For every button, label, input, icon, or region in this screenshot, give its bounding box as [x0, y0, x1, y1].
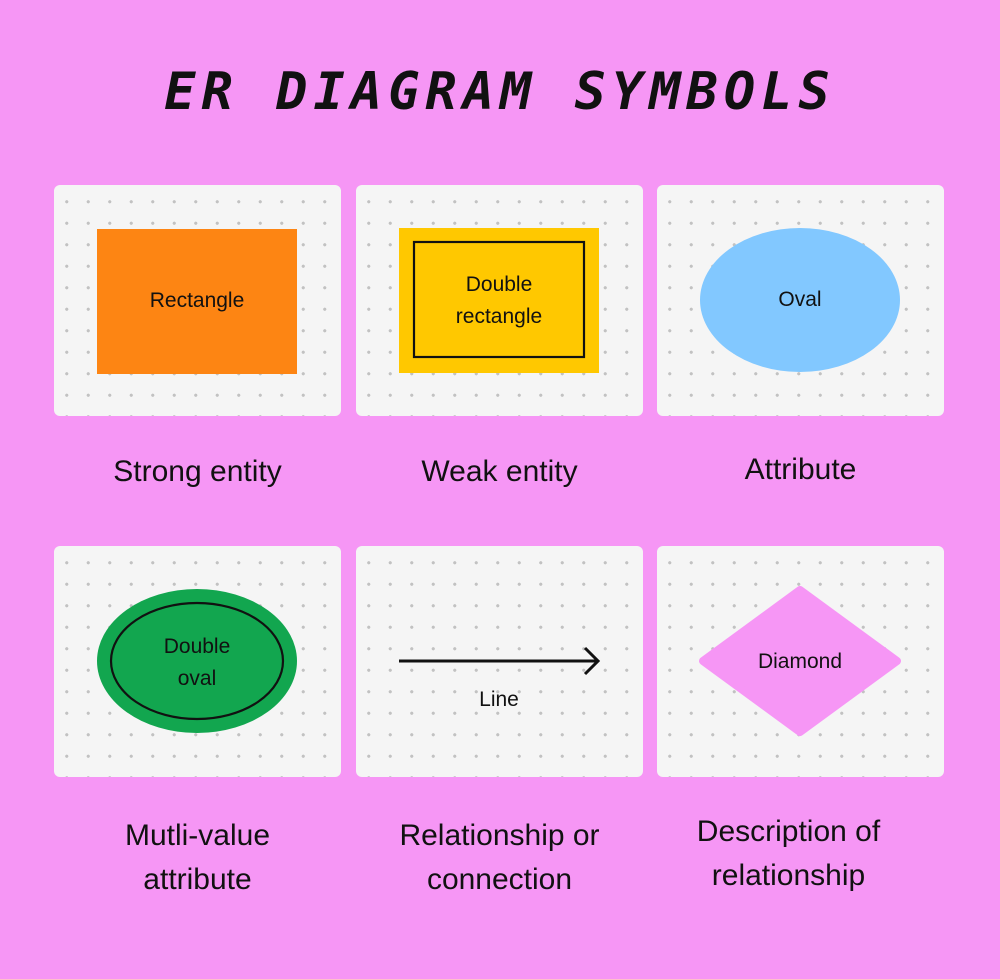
oval-label: Oval	[778, 288, 821, 311]
caption-line: Mutli-value	[124, 819, 271, 852]
oval-shape	[700, 228, 900, 372]
card-strong-entity: Rectangle	[54, 185, 341, 416]
rectangle-symbol: Rectangle	[97, 229, 297, 374]
caption-line: relationship	[711, 859, 866, 892]
page-title: ER DIAGRAM SYMBOLS	[164, 62, 836, 122]
caption-line: attribute	[143, 863, 252, 896]
double-rectangle-label-line-1: Double	[466, 273, 533, 296]
caption-line: Attribute	[744, 453, 857, 486]
double-oval-outer	[97, 589, 297, 733]
caption-line: Relationship or	[399, 819, 600, 852]
caption-line: connection	[426, 863, 573, 896]
oval-symbol: Oval	[700, 228, 900, 372]
caption-line: Strong entity	[113, 455, 282, 488]
rectangle-shape	[97, 229, 297, 374]
caption-relationship: Relationship or connection	[348, 814, 651, 902]
double-oval-label-line-1: Double	[164, 635, 231, 658]
diamond-label: Diamond	[758, 650, 842, 673]
caption-multi-value-attribute: Mutli-value attribute	[54, 814, 341, 902]
arrowhead-icon	[583, 646, 601, 676]
line-label: Line	[479, 688, 519, 711]
double-rectangle-outer	[399, 228, 599, 373]
double-oval-label-line-2: oval	[178, 667, 217, 690]
caption-strong-entity: Strong entity	[54, 450, 341, 494]
card-relationship: Line	[356, 546, 643, 777]
double-oval-symbol: Double oval	[97, 589, 297, 733]
diamond-symbol: Diamond	[699, 586, 901, 736]
caption-line: Weak entity	[421, 455, 578, 488]
rectangle-label: Rectangle	[150, 289, 245, 312]
card-weak-entity: Double rectangle	[356, 185, 643, 416]
caption-line: Description of	[696, 815, 881, 848]
double-rectangle-inner	[412, 240, 586, 359]
caption-weak-entity: Weak entity	[356, 450, 643, 494]
line-symbol: Line	[399, 646, 601, 711]
card-description-of-relationship: Diamond	[657, 546, 944, 777]
double-rectangle-symbol: Double rectangle	[399, 228, 599, 373]
diamond-shape	[699, 586, 901, 736]
card-attribute: Oval	[657, 185, 944, 416]
caption-attribute: Attribute	[657, 448, 944, 492]
double-rectangle-label-line-2: rectangle	[456, 305, 542, 328]
caption-description-of-relationship: Description of relationship	[645, 810, 932, 898]
double-oval-inner	[109, 601, 285, 721]
card-multi-value-attribute: Double oval	[54, 546, 341, 777]
